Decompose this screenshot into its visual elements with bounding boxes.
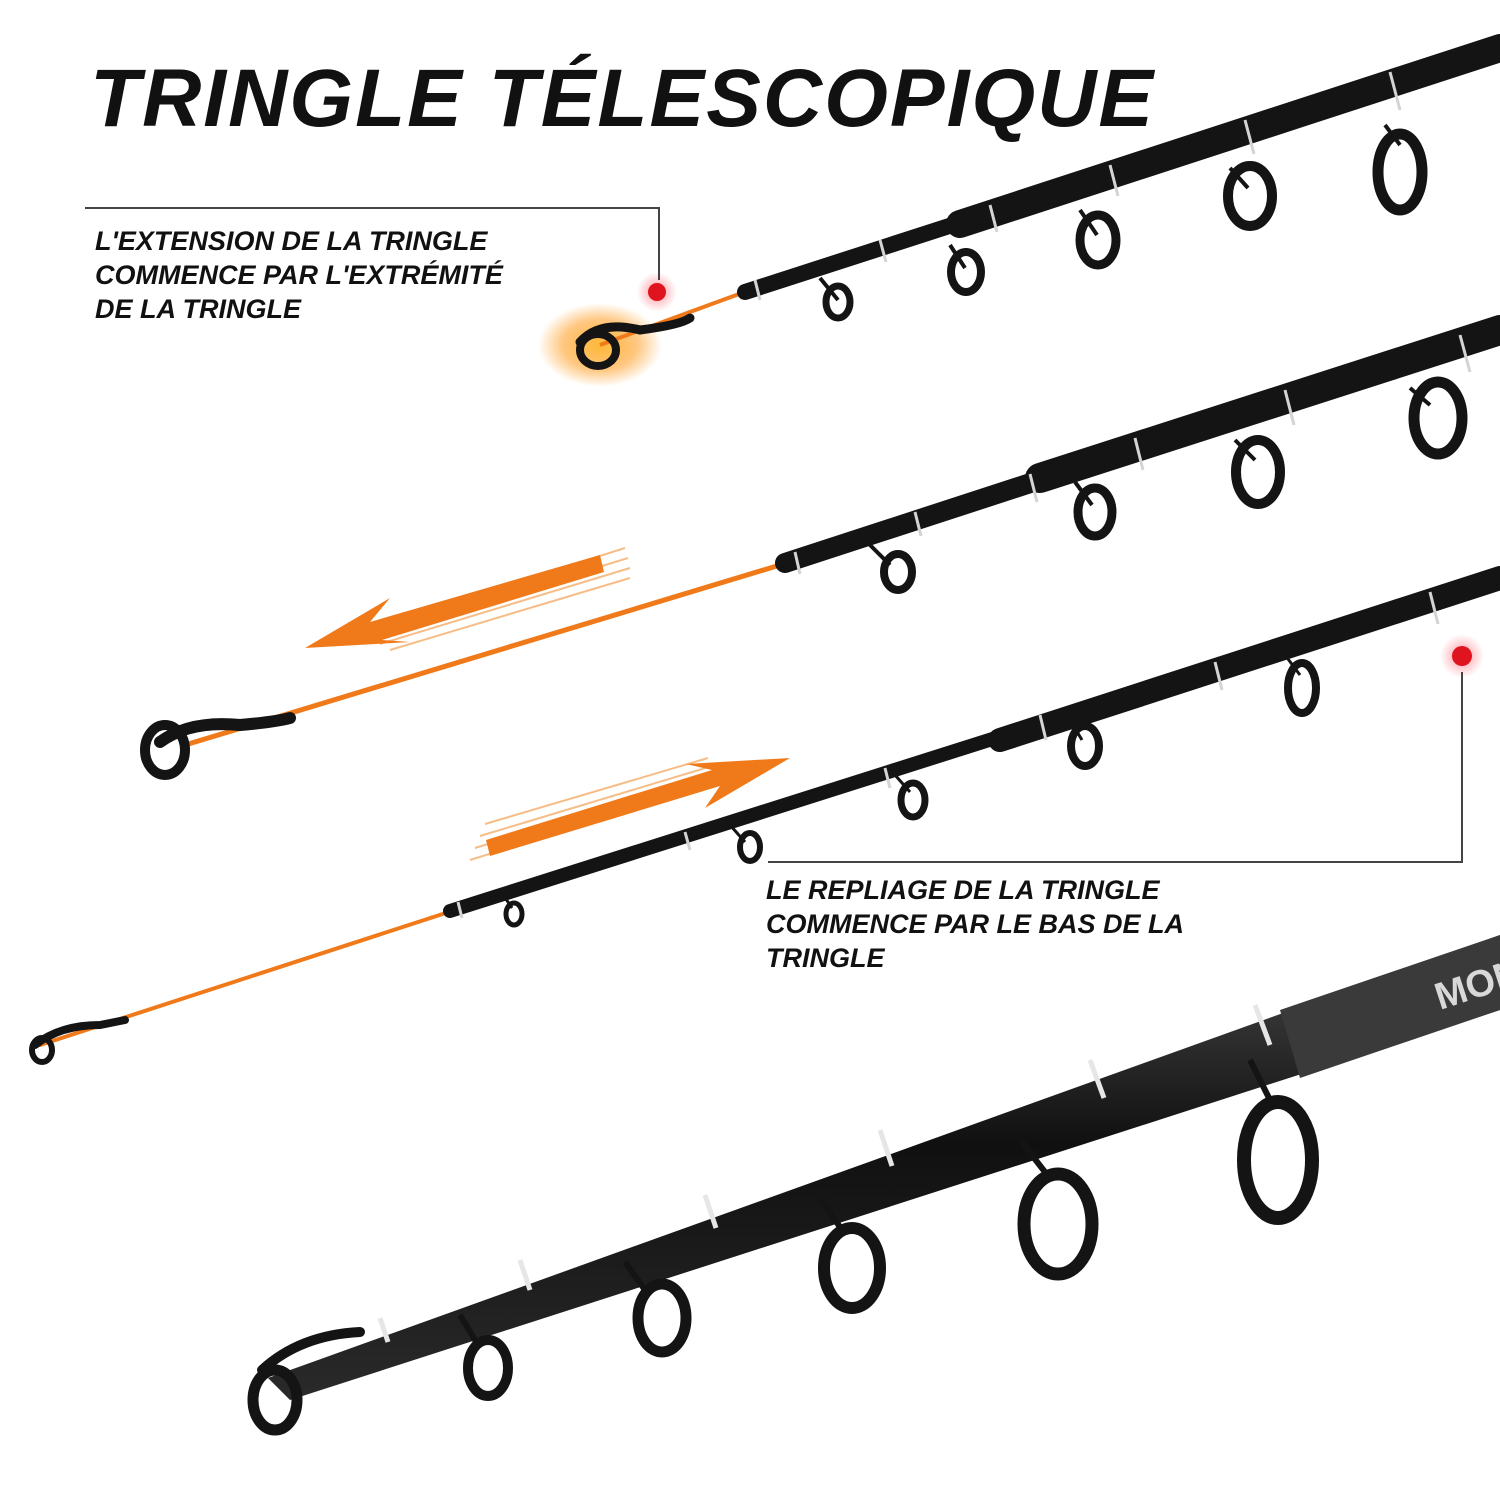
- extension-callout: L'EXTENSION DE LA TRINGLE COMMENCE PAR L…: [95, 224, 503, 326]
- folding-callout: LE REPLIAGE DE LA TRINGLE COMMENCE PAR L…: [766, 873, 1184, 975]
- rod-2-guides: [868, 376, 1468, 594]
- rod-1-blank-thick: [946, 34, 1500, 238]
- red-dot-marker-icon: [648, 283, 666, 301]
- rod-3-blank-thick: [988, 566, 1500, 752]
- extension-callout-line-1: L'EXTENSION DE LA TRINGLE: [95, 226, 488, 256]
- red-dot-marker-icon: [1452, 646, 1472, 666]
- page-title: TRINGLE TÉLESCOPIQUE: [90, 53, 1156, 144]
- rod-2-silver-bands: [793, 334, 1472, 575]
- arrow-left-icon: [305, 547, 631, 651]
- rod-4-guides: [457, 1058, 1319, 1401]
- rod-1-silver-bands: [753, 71, 1402, 301]
- rod-1-guides: [818, 123, 1428, 322]
- rod-3-guides: [498, 654, 1320, 928]
- rod-1-orange-tip: [599, 288, 751, 347]
- arrow-right-icon: [469, 757, 790, 861]
- rod-2: [140, 315, 1500, 780]
- rod-4-tip-top: [247, 1327, 365, 1436]
- rod-1: [538, 34, 1500, 387]
- rod-2-tip-top: [140, 712, 296, 780]
- rod-3-tip-top: [29, 1016, 129, 1065]
- folding-callout-line-1: LE REPLIAGE DE LA TRINGLE: [766, 875, 1160, 905]
- extension-callout-line-2: COMMENCE PAR L'EXTRÉMITÉ: [95, 260, 503, 290]
- rod-4-silver-bands: [377, 1004, 1273, 1343]
- extension-callout-line-3: DE LA TRINGLE: [95, 294, 301, 324]
- folding-callout-line-3: TRINGLE: [766, 943, 885, 973]
- folding-callout-line: [768, 672, 1463, 863]
- rod-3-silver-bands: [456, 591, 1440, 919]
- extension-callout-line: [85, 207, 660, 280]
- rod-2-blank-thick: [1025, 315, 1500, 493]
- rod-3: [29, 566, 1500, 1065]
- rod-4-blank: [268, 935, 1500, 1400]
- rod-4: MON: [247, 935, 1500, 1436]
- folding-callout-line-2: COMMENCE PAR LE BAS DE LA: [766, 909, 1185, 939]
- rod-1-tip-top: [575, 313, 695, 370]
- rod-4-butt-section: [1280, 935, 1500, 1078]
